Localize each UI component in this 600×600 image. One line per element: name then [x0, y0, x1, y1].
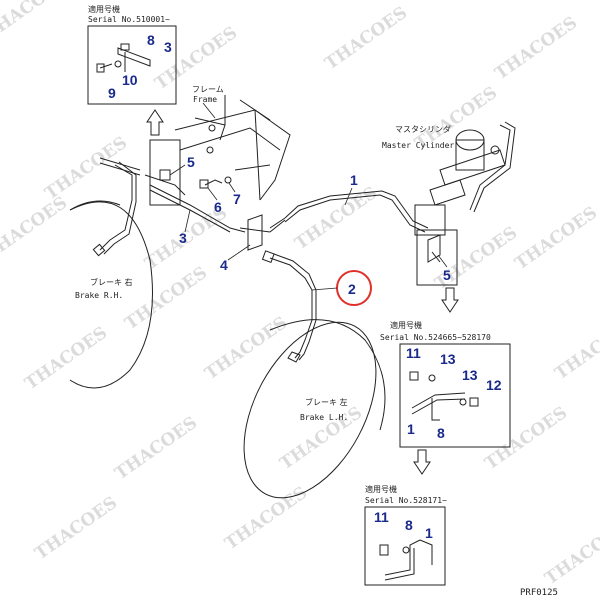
arrow-up-icon	[146, 109, 164, 136]
callout-3-top: 3	[164, 39, 172, 55]
arrow-down-icon	[413, 449, 431, 475]
watermark-text: THACOES	[121, 263, 211, 334]
inset-mid-header: 適用号機	[390, 320, 422, 330]
inset-bot-header: 適用号機	[365, 484, 397, 494]
callout-4: 4	[220, 257, 228, 273]
inset-top-header: 適用号機	[88, 4, 120, 14]
frame-structure	[174, 95, 291, 201]
bracket-right-box	[416, 229, 458, 286]
callout-11-mid: 11	[406, 345, 421, 361]
callout-12-mid: 12	[486, 377, 502, 393]
watermark-text: THACOES	[21, 323, 111, 394]
watermark-text: THACOES	[541, 518, 600, 589]
bolt-6-7	[199, 176, 232, 189]
inset-top-serial: Serial No.510001~	[88, 15, 170, 24]
callout-1-leader	[344, 187, 353, 206]
callout-3-leader	[184, 209, 191, 233]
callout-5b: 5	[443, 267, 451, 283]
watermark-text: THACOES	[511, 203, 600, 274]
inset-top-parts-art	[96, 43, 151, 73]
watermark-text: THACOES	[201, 313, 291, 384]
brake-tube-1	[284, 190, 429, 233]
callout-2: 2	[348, 281, 356, 297]
callout-10-top: 10	[122, 72, 138, 88]
inset-mid: 適用号機 Serial No.524665~528170 11 13 13 12…	[380, 320, 511, 448]
callout-1-mid: 1	[407, 421, 415, 437]
watermark-text: THACOES	[111, 413, 201, 484]
inset-bot-parts-art	[379, 539, 433, 581]
brake-lh-drum	[243, 319, 386, 499]
callout-13a-mid: 13	[440, 351, 456, 367]
inset-top-frame	[87, 25, 177, 105]
brake-rh-jp-label: ブレーキ 右	[90, 277, 133, 287]
callout-3: 3	[179, 230, 187, 246]
frame-leader	[202, 102, 216, 119]
arrow-down-icon	[441, 287, 459, 313]
callout-2-leader	[311, 287, 338, 291]
inset-mid-parts-art	[409, 371, 479, 421]
callout-7: 7	[233, 191, 241, 207]
callout-8-bot: 8	[405, 517, 413, 533]
inset-bot-serial: Serial No.528171~	[365, 496, 447, 505]
callout-4-leader	[227, 244, 251, 261]
callout-6-leader	[207, 187, 218, 201]
brake-line-rh	[92, 161, 137, 257]
callout-13b-mid: 13	[462, 367, 478, 383]
watermark-text: THACOES	[151, 23, 241, 94]
watermark-text: THACOES	[221, 483, 311, 554]
inset-mid-frame	[399, 343, 511, 448]
inset-bot-frame	[364, 506, 446, 586]
frame-jp-label: フレーム	[192, 85, 224, 94]
master-cylinder	[414, 121, 516, 236]
watermark-text: THACOES	[31, 493, 121, 564]
callout-8-top: 8	[147, 32, 155, 48]
master-cylinder-label: Master Cylinder	[382, 141, 454, 150]
brake-rh-label: Brake R.H.	[75, 291, 123, 300]
inset-top: 適用号機 Serial No.510001~ 8 3 10 9	[87, 4, 177, 105]
main-callouts: 1 2 3 4 5 5 6 7	[169, 154, 451, 306]
inset-bot: 適用号機 Serial No.528171~ 11 8 1	[364, 484, 447, 586]
callout-6: 6	[214, 199, 222, 215]
watermark-text: THACOES	[291, 183, 381, 254]
callout-1-bot: 1	[425, 525, 433, 541]
watermark-text: THACOES	[481, 403, 571, 474]
watermark-text: THACOES	[551, 313, 600, 384]
callout-5b-leader	[437, 254, 448, 268]
brake-rh-drum	[69, 200, 153, 389]
callout-9-top: 9	[108, 85, 116, 101]
brake-lh-label: Brake L.H.	[300, 413, 348, 422]
callout-1: 1	[350, 172, 358, 188]
callout-5a-leader	[169, 164, 186, 176]
drawing-code: PRF0125	[520, 588, 558, 598]
frame-label: Frame	[193, 95, 217, 104]
bracket-right	[427, 234, 441, 263]
joint-4	[239, 214, 286, 251]
brake-lh-jp-label: ブレーキ 左	[305, 397, 348, 407]
callout-8-mid: 8	[437, 425, 445, 441]
watermark-text: THACOES	[0, 0, 71, 44]
brake-tube-2	[261, 250, 317, 361]
watermark-text: THACOES	[321, 3, 411, 74]
callout-5a: 5	[187, 154, 195, 170]
master-cylinder-jp-label: マスタシリンダ	[395, 124, 451, 134]
watermark-text: THACOES	[491, 13, 581, 84]
callout-11-bot: 11	[374, 509, 389, 525]
watermark-text: THACOES	[0, 193, 71, 264]
callout-7-leader	[228, 182, 236, 193]
inset-mid-serial: Serial No.524665~528170	[380, 333, 491, 342]
